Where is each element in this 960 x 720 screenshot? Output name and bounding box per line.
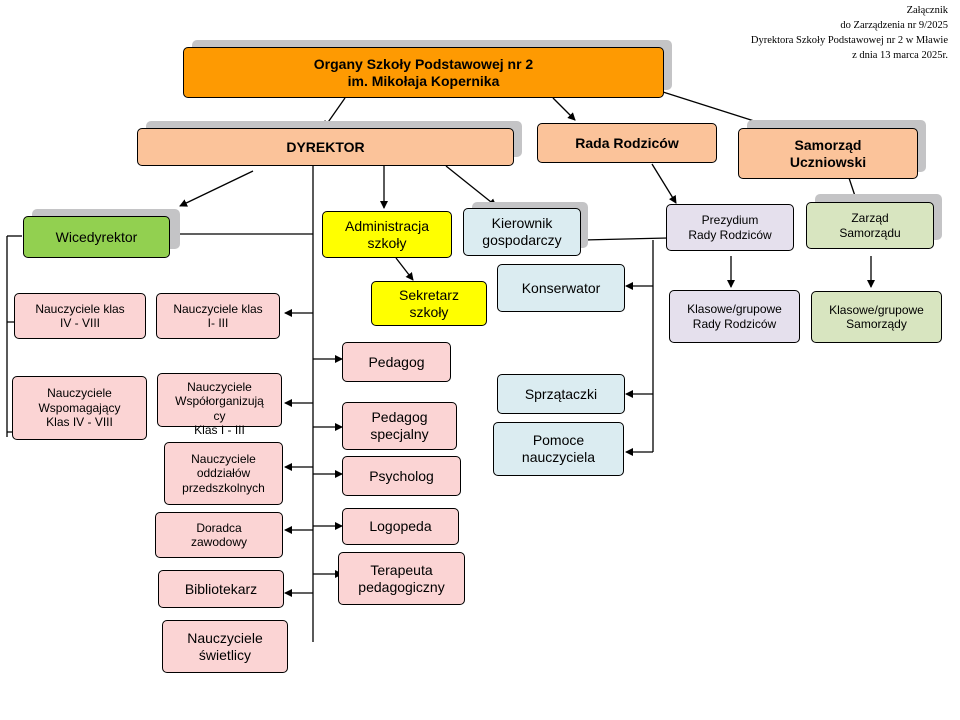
note-line-1: Załącznik: [906, 5, 948, 16]
nauczyciele-wspomagajacy-box: Nauczyciele Wspomagający Klas IV - VIII: [12, 376, 147, 440]
note-line-3: Dyrektora Szkoły Podstawowej nr 2 w Mław…: [750, 35, 948, 46]
nauczyciele-przedszkolnych-box: Nauczyciele oddziałów przedszkolnych: [164, 442, 283, 505]
note-line-4: z dnia 13 marca 2025r.: [852, 50, 948, 61]
nauczyciele-i-iii-box: Nauczyciele klas I- III: [156, 293, 280, 339]
pomoce-box: Pomoce nauczyciela: [493, 422, 624, 476]
nauczyciele-iv-viii-box: Nauczyciele klas IV - VIII: [14, 293, 146, 339]
konserwator-box: Konserwator: [497, 264, 625, 312]
zarzad-box: Zarząd Samorządu: [806, 202, 934, 249]
attachment-note: Załącznik do Zarządzenia nr 9/2025 Dyrek…: [628, 3, 948, 63]
sekretarz-box: Sekretarz szkoły: [371, 281, 487, 326]
wicedyrektor-box: Wicedyrektor: [23, 216, 170, 258]
prezydium-box: Prezydium Rady Rodziców: [666, 204, 794, 251]
klasowe-samorzady-box: Klasowe/grupowe Samorządy: [811, 291, 942, 343]
nauczyciele-wspolorganizujacy-label: Nauczyciele Współorganizują cy Klas I - …: [175, 380, 264, 438]
nauczyciele-wspolorganizujacy-box: Nauczyciele Współorganizują cy Klas I - …: [157, 373, 282, 437]
pedagog-specjalny-box: Pedagog specjalny: [342, 402, 457, 450]
sprzataczki-box: Sprzątaczki: [497, 374, 625, 414]
kierownik-box: Kierownik gospodarczy: [463, 208, 581, 256]
klasowe-rady-box: Klasowe/grupowe Rady Rodziców: [669, 290, 800, 343]
terapeuta-box: Terapeuta pedagogiczny: [338, 552, 465, 605]
logopeda-box: Logopeda: [342, 508, 459, 545]
swietlica-box: Nauczyciele świetlicy: [162, 620, 288, 673]
administracja-box: Administracja szkoły: [322, 211, 452, 258]
note-line-2: do Zarządzenia nr 9/2025: [840, 20, 948, 31]
bibliotekarz-box: Bibliotekarz: [158, 570, 284, 608]
psycholog-box: Psycholog: [342, 456, 461, 496]
dyrektor-box: DYREKTOR: [137, 128, 514, 166]
pedagog-box: Pedagog: [342, 342, 451, 382]
samorzad-box: Samorząd Uczniowski: [738, 128, 918, 179]
school-organs-box: Organy Szkoły Podstawowej nr 2 im. Mikoł…: [183, 47, 664, 98]
rada-rodzicow-box: Rada Rodziców: [537, 123, 717, 163]
doradca-box: Doradca zawodowy: [155, 512, 283, 558]
